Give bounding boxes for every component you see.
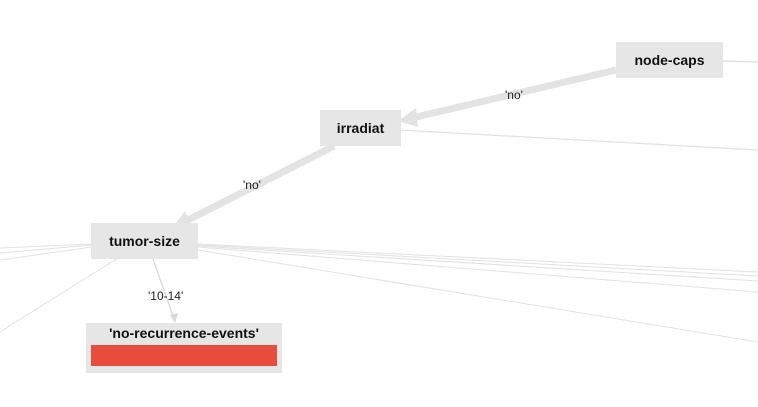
leaf-class-bar	[91, 345, 277, 366]
irradiat-label: irradiat	[336, 120, 385, 136]
edge-tumor-size-offscreen-2	[197, 244, 758, 277]
edge-irradiat-offscreen	[399, 129, 758, 151]
edge-tumor-size-offscreen-3	[197, 245, 758, 282]
edge-irradiat-tumor-size	[186, 142, 336, 224]
edge-node-caps-irradiat	[411, 66, 617, 122]
edge-label-tumor-size-leaf: '10-14'	[148, 289, 184, 303]
leaf-node-no-recurrence-events[interactable]: 'no-recurrence-events'	[86, 323, 282, 373]
node-caps-label: node-caps	[634, 52, 705, 68]
edge-tumor-size-offscreen-left-1	[0, 243, 93, 249]
edge-label-irradiat-tumor-size: 'no'	[243, 178, 261, 192]
edge-label-node-caps-irradiat: 'no'	[505, 88, 523, 102]
tumor-size-node[interactable]: tumor-size	[91, 223, 198, 259]
edge-tumor-size-offscreen-5	[197, 249, 758, 343]
edge-node-caps-offscreen	[721, 60, 758, 63]
edge-tumor-size-offscreen-1	[197, 243, 758, 273]
arrowhead-leaf	[170, 313, 178, 323]
node-caps-node[interactable]: node-caps	[616, 42, 723, 78]
irradiat-node[interactable]: irradiat	[320, 110, 401, 146]
tumor-size-label: tumor-size	[109, 233, 180, 249]
edge-tumor-size-leaf	[152, 258, 174, 317]
arrowhead-irradiat	[398, 108, 418, 127]
leaf-label: 'no-recurrence-events'	[109, 325, 259, 341]
edge-tumor-size-offscreen-4	[197, 246, 758, 293]
edge-tumor-size-offscreen-left-3	[0, 246, 93, 261]
edge-tumor-size-offscreen-left-2	[0, 244, 93, 254]
edge-tumor-size-offscreen-left-4	[0, 257, 119, 333]
